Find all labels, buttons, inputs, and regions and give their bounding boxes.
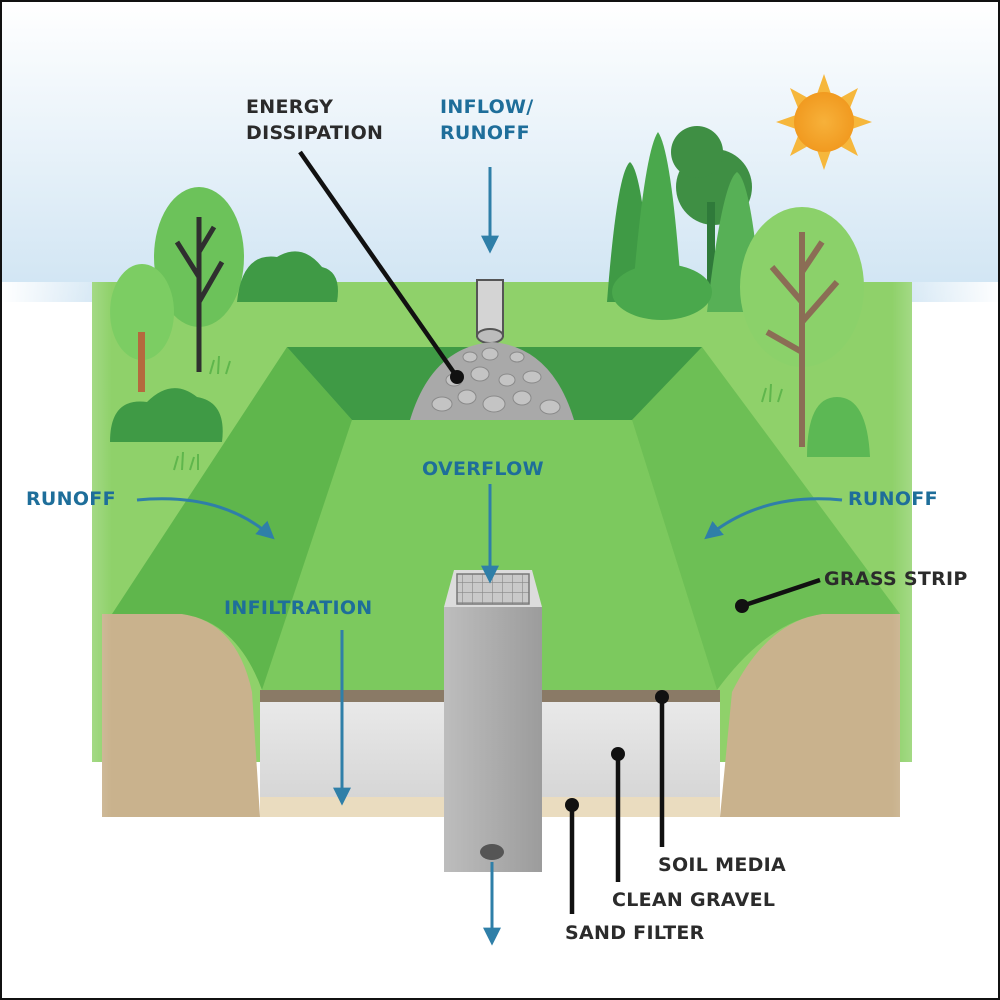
tree-icon [154,187,244,372]
pipe-icon [476,279,504,344]
leader-dots [450,370,749,812]
basin-slope-left [112,347,352,690]
rock-pile-icon [410,342,574,420]
label-sand-filter: SAND FILTER [565,922,705,944]
fade-left [2,282,112,842]
flow-arrow-icon [704,497,843,540]
tree-icon [740,207,864,447]
fade-right [892,282,998,842]
shrub-icon [110,388,223,442]
label-overflow: OVERFLOW [422,458,544,480]
sun-icon [776,74,872,170]
grate-icon [456,573,530,605]
label-runoff-left: RUNOFF [26,488,116,510]
native-soil-left [102,614,260,817]
label-runoff-right: RUNOFF [848,488,938,510]
label-soil-media: SOIL MEDIA [658,854,787,876]
shrub-icon [237,251,338,302]
tree-icon [607,126,762,320]
grass-tuft [173,355,783,471]
leader-lines [298,150,821,914]
label-grass-strip: GRASS STRIP [824,568,968,590]
native-soil-right [720,614,900,817]
label-clean-gravel: CLEAN GRAVEL [612,889,776,911]
label-infiltration: INFILTRATION [224,597,373,619]
shrub-icon [807,397,870,457]
label-energy-dissipation: ENERGY DISSIPATION [246,96,384,144]
flow-arrow-icon [136,497,275,540]
label-inflow-runoff: INFLOW/ RUNOFF [440,96,534,144]
overflow-riser [444,570,542,872]
tree-icon [110,264,174,392]
basin-slope-right [632,347,900,690]
